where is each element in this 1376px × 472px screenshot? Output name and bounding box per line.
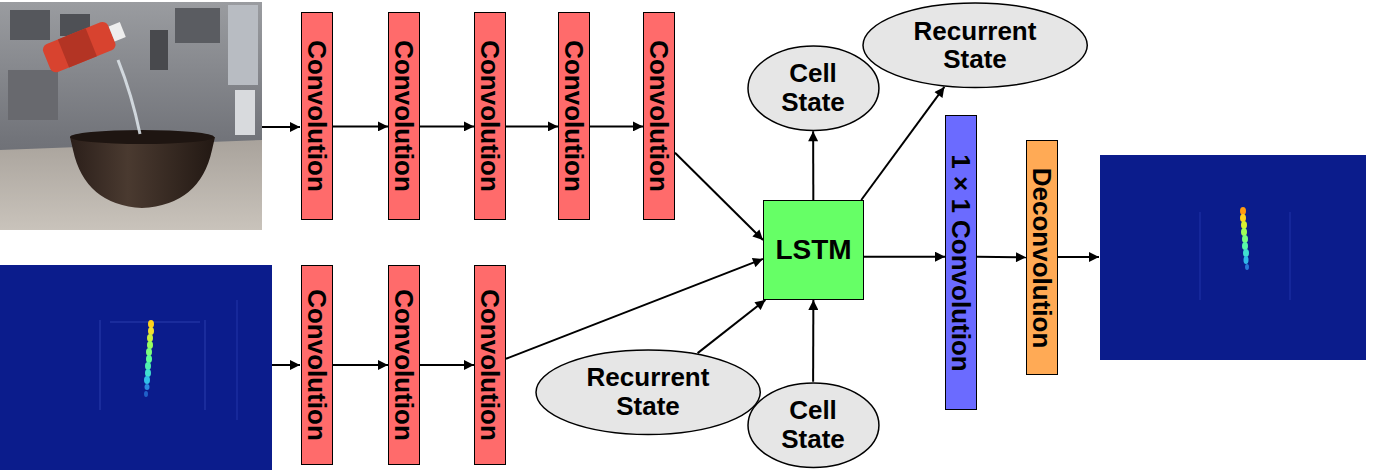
state-label: Cell State: [771, 59, 855, 116]
state-label: Cell State: [771, 396, 855, 453]
layer-label: Convolution: [646, 40, 672, 192]
layer-label: Deconvolution: [1029, 167, 1055, 348]
flow-arrow: [977, 256, 1026, 259]
flow-arrow: [506, 125, 558, 127]
convolution-layer: Convolution: [388, 265, 420, 465]
state-label: Recurrent State: [573, 363, 723, 420]
convolution-layer: Convolution: [301, 265, 333, 465]
conv-1x1-layer: 1 × 1 Convolution: [945, 115, 977, 410]
flow-arrow: [420, 364, 474, 366]
output-arrow: [1058, 256, 1099, 258]
layer-label: Convolution: [477, 289, 503, 441]
ellipse-shape: [748, 383, 879, 468]
layer-label: Convolution: [561, 40, 587, 192]
layer-label: Convolution: [304, 40, 330, 192]
convolution-layer: Convolution: [474, 12, 506, 220]
state-label: Recurrent State: [900, 17, 1050, 74]
flow-arrow: [675, 153, 763, 240]
state-ellipse: Cell State: [747, 45, 880, 132]
layer-label: Convolution: [477, 40, 503, 192]
state-ellipse: Recurrent State: [535, 349, 761, 436]
flow-arrow: [333, 125, 388, 127]
flow-arrow: [506, 259, 763, 359]
layer-label: Convolution: [391, 40, 417, 192]
state-ellipse: Recurrent State: [862, 2, 1088, 89]
ellipse-shape: [536, 350, 760, 435]
flow-arrow: [812, 300, 814, 382]
layer-label: Convolution: [304, 289, 330, 441]
flow-arrow: [590, 125, 643, 127]
input-arrow: [272, 364, 300, 366]
lstm-box: LSTM: [763, 200, 864, 300]
convolution-layer: Convolution: [474, 265, 506, 465]
flow-arrow: [812, 131, 814, 200]
convolution-layer: Convolution: [388, 12, 420, 220]
ellipse-shape: [863, 3, 1087, 88]
deconvolution-layer: Deconvolution: [1026, 140, 1058, 375]
convolution-layer: Convolution: [643, 12, 675, 220]
layer-label: 1 × 1 Convolution: [948, 154, 974, 371]
ellipse-shape: [748, 46, 879, 131]
input-photo: [0, 2, 262, 230]
state-ellipse: Cell State: [747, 382, 880, 469]
convolution-layer: Convolution: [558, 12, 590, 220]
convolution-layer: Convolution: [301, 12, 333, 220]
layer-label: LSTM: [775, 236, 851, 264]
flow-arrow: [864, 256, 945, 258]
input-heatmap: [0, 265, 272, 470]
output-heatmap: [1100, 155, 1366, 360]
flow-arrow: [420, 125, 474, 127]
input-arrow: [262, 126, 300, 128]
flow-arrow: [698, 300, 766, 353]
flow-arrow: [333, 364, 388, 366]
layer-label: Convolution: [391, 289, 417, 441]
